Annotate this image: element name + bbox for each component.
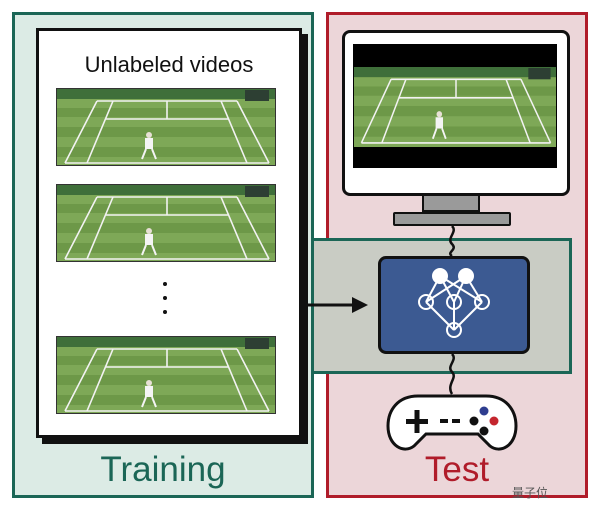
cable-icon — [449, 225, 455, 258]
tennis-court-frame — [354, 45, 556, 167]
video-heading: Unlabeled videos — [84, 52, 254, 77]
video-thumbnail-2 — [56, 184, 276, 262]
game-controller-icon — [386, 394, 518, 451]
watermark: 量子位 — [512, 486, 549, 500]
network-nodes — [418, 268, 490, 338]
arrow-right-icon — [304, 297, 368, 313]
monitor-neck — [422, 196, 480, 212]
more-videos-ellipsis — [161, 282, 169, 324]
video-thumbnail-3 — [56, 336, 276, 414]
network-graph — [425, 275, 483, 331]
cable-icon — [449, 353, 455, 395]
monitor-stand — [393, 212, 511, 226]
training-label: Training — [100, 450, 226, 489]
test-label: Test — [424, 450, 490, 489]
video-thumbnail-1 — [56, 88, 276, 166]
monitor-screen — [353, 44, 557, 168]
